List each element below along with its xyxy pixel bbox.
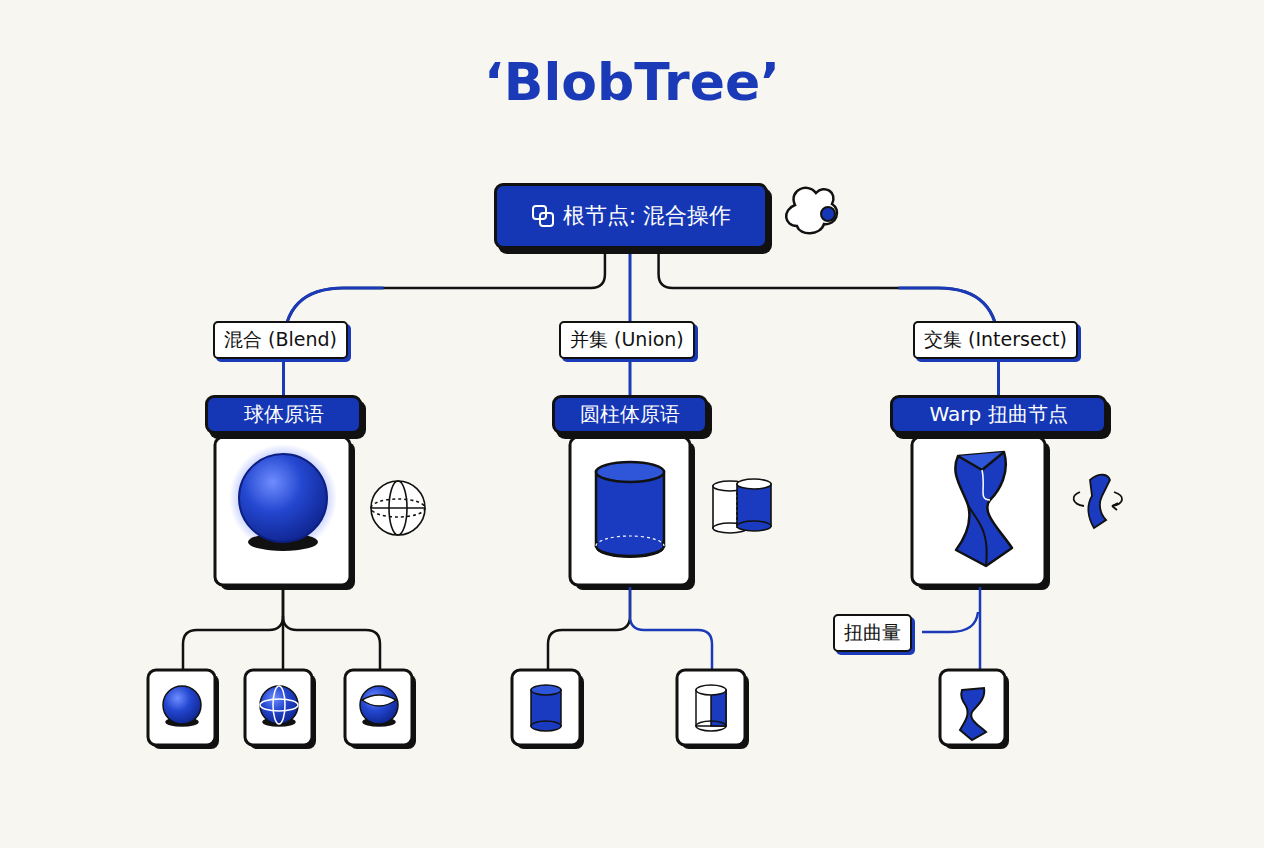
primitive-node: 球体原语 <box>205 395 362 434</box>
root-node: 根节点: 混合操作 <box>494 183 768 249</box>
node-text: 球体原语 <box>244 401 324 428</box>
diagram-title: ‘BlobTree’ <box>0 52 1264 112</box>
node-text: 圆柱体原语 <box>580 401 680 428</box>
twist-icon <box>1074 475 1122 528</box>
sphere-figure <box>229 444 337 552</box>
cylinder-figure <box>596 462 664 558</box>
primitive-card <box>215 437 1050 590</box>
node-text: Warp 扭曲节点 <box>929 401 1067 428</box>
parameter-label: 扭曲量 <box>833 614 912 652</box>
child-wire <box>183 587 980 670</box>
sphere-icon <box>371 481 425 535</box>
cylinder-union-icon <box>713 479 771 533</box>
blend-icon <box>531 204 555 228</box>
primitive-node: 圆柱体原语 <box>552 395 708 434</box>
leaf-figure <box>163 685 986 740</box>
warp-node: Warp 扭曲节点 <box>890 395 1107 434</box>
edge-label: 混合 (Blend) <box>213 321 348 359</box>
blob-icon <box>786 188 837 233</box>
twist-figure <box>955 452 1012 566</box>
leaf-box <box>148 670 1009 749</box>
edge-label: 并集 (Union) <box>559 321 695 359</box>
node-text: 根节点: 混合操作 <box>563 201 731 231</box>
edge-label: 交集 (Intersect) <box>913 321 1078 359</box>
